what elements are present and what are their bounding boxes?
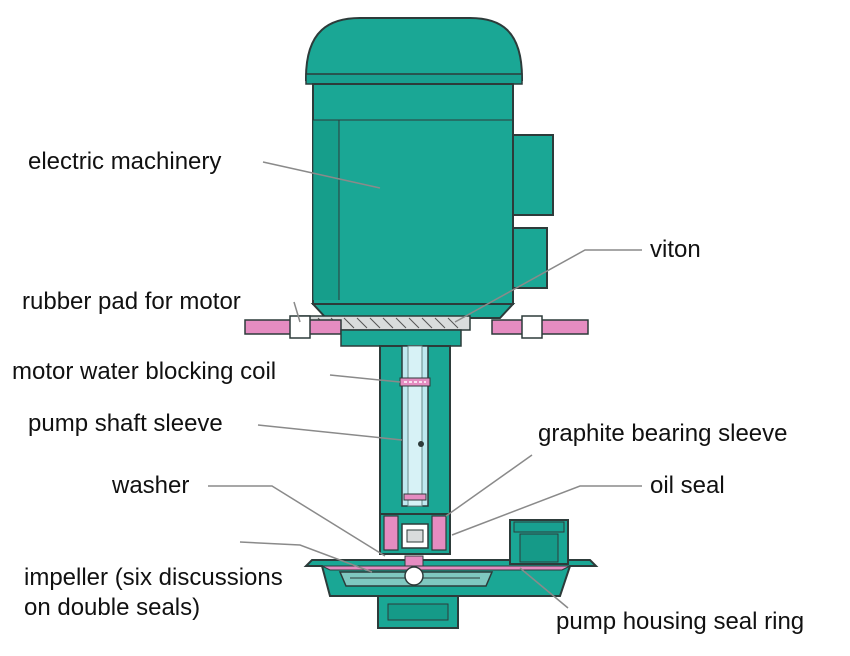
leader-rubber-pad bbox=[293, 301, 301, 323]
pump-housing-icon bbox=[303, 513, 599, 629]
flange-bolt-right bbox=[521, 315, 543, 339]
leader-electric-machinery bbox=[262, 161, 381, 189]
leader-water-blocking-coil bbox=[329, 374, 401, 383]
housing-seal-ring bbox=[321, 565, 571, 571]
leader-washer bbox=[208, 485, 386, 557]
motor-body bbox=[312, 83, 514, 305]
graphite-bearing-sleeve-right bbox=[431, 515, 447, 551]
impeller-nut bbox=[404, 566, 424, 586]
leader-graphite-bearing bbox=[445, 454, 533, 517]
label-shaft-sleeve: pump shaft sleeve bbox=[28, 410, 223, 437]
terminal-box-upper bbox=[512, 134, 554, 216]
graphite-bearing-sleeve bbox=[383, 515, 399, 551]
shaft-core bbox=[407, 345, 423, 507]
leader-housing-seal-ring bbox=[519, 567, 569, 609]
pump-shaft-icon bbox=[379, 345, 451, 517]
motor-base bbox=[310, 303, 516, 319]
label-oil-seal: oil seal bbox=[650, 472, 725, 499]
label-impeller-line1: impeller (six discussions bbox=[24, 564, 283, 591]
label-rubber-pad: rubber pad for motor bbox=[22, 288, 241, 315]
mounting-flange bbox=[244, 315, 589, 347]
label-housing-seal-ring: pump housing seal ring bbox=[556, 608, 805, 635]
shaft-lower-band bbox=[403, 493, 427, 501]
leader-shaft-sleeve bbox=[257, 424, 403, 441]
label-water-blocking-coil: motor water blocking coil bbox=[12, 358, 277, 385]
leader-impeller bbox=[239, 541, 373, 573]
label-washer: washer bbox=[112, 472, 190, 499]
pump-motor-icon bbox=[299, 17, 554, 331]
label-viton: viton bbox=[650, 236, 701, 263]
label-impeller-line2: on double seals) bbox=[24, 594, 201, 621]
terminal-box-lower bbox=[512, 227, 548, 289]
motor-cap-rim bbox=[305, 73, 523, 85]
flange-plate bbox=[340, 329, 462, 347]
label-electric-machinery: electric machinery bbox=[28, 148, 222, 175]
outlet-pipe-icon bbox=[509, 519, 569, 565]
shaft-hole bbox=[418, 441, 424, 447]
leader-lines bbox=[208, 161, 642, 609]
flange-bolt-left bbox=[289, 315, 311, 339]
leader-viton bbox=[454, 249, 642, 323]
label-graphite-bearing: graphite bearing sleeve bbox=[538, 420, 788, 447]
leader-oil-seal bbox=[451, 485, 642, 536]
motor-cap bbox=[305, 17, 523, 81]
motor-body-shade bbox=[313, 120, 339, 300]
